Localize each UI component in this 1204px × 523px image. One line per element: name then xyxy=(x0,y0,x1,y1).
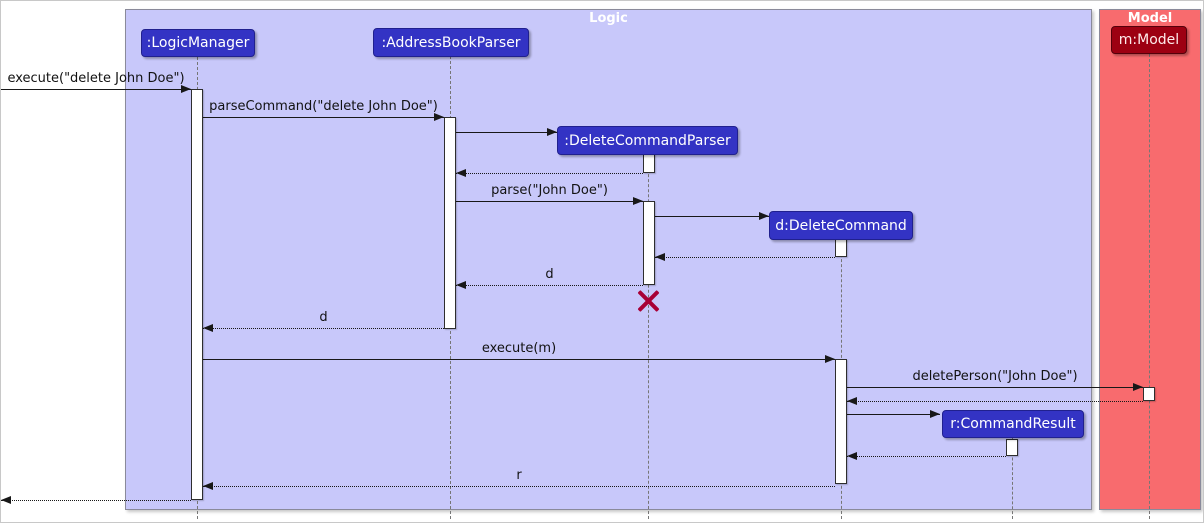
message-label: r xyxy=(516,468,522,483)
participant-label: d:DeleteCommand xyxy=(775,217,907,234)
logic-frame: Logic xyxy=(125,9,1092,510)
message-label: execute("delete John Doe") xyxy=(7,71,185,86)
activation-deletecommandparser-2 xyxy=(643,201,655,285)
logic-frame-title: Logic xyxy=(589,11,628,26)
message-line xyxy=(456,285,643,286)
message-line xyxy=(203,117,444,118)
model-frame-title: Model xyxy=(1127,11,1173,26)
arrowhead-right-icon xyxy=(825,355,835,363)
message-label: parse("John Doe") xyxy=(491,183,608,198)
message-line xyxy=(203,328,444,329)
arrowhead-right-icon xyxy=(434,113,444,121)
message-line xyxy=(847,401,1143,402)
participant-label: r:CommandResult xyxy=(950,416,1076,432)
participant-deletecommandparser: :DeleteCommandParser xyxy=(557,126,738,155)
activation-deletecommand-1 xyxy=(835,239,847,257)
arrowhead-right-icon xyxy=(759,212,769,220)
message-line xyxy=(456,201,643,202)
lifeline-model xyxy=(1149,54,1150,519)
activation-deletecommand-2 xyxy=(835,359,847,484)
arrowhead-left-icon xyxy=(847,397,857,405)
message-line xyxy=(456,173,643,174)
activation-commandresult xyxy=(1006,439,1018,456)
message-line xyxy=(847,456,1006,457)
model-frame: Model xyxy=(1099,9,1201,510)
participant-deletecommand: d:DeleteCommand xyxy=(769,211,913,240)
message-label: deletePerson("John Doe") xyxy=(912,369,1078,384)
arrowhead-left-icon xyxy=(655,253,665,261)
arrowhead-left-icon xyxy=(203,482,213,490)
message-line xyxy=(456,132,557,133)
message-line xyxy=(655,257,835,258)
message-line xyxy=(655,216,769,217)
arrowhead-left-icon xyxy=(847,452,857,460)
arrowhead-left-icon xyxy=(1,496,11,504)
message-label: execute(m) xyxy=(481,341,557,356)
message-line xyxy=(847,387,1143,388)
participant-label: :AddressBookParser xyxy=(381,34,521,51)
participant-label: :LogicManager xyxy=(146,35,250,51)
arrowhead-right-icon xyxy=(633,197,643,205)
lifeline-deletecommandparser xyxy=(648,154,649,519)
arrowhead-right-icon xyxy=(181,85,191,93)
destroy-x-icon xyxy=(637,289,660,312)
arrowhead-left-icon xyxy=(456,169,466,177)
arrowhead-right-icon xyxy=(930,410,940,418)
activation-addressbookparser xyxy=(444,117,456,329)
participant-commandresult: r:CommandResult xyxy=(942,410,1084,438)
activation-model xyxy=(1143,387,1155,401)
participant-logicmanager: :LogicManager xyxy=(141,29,255,57)
participant-model: m:Model xyxy=(1111,26,1187,54)
message-line xyxy=(1,500,191,501)
message-label: parseCommand("delete John Doe") xyxy=(209,99,438,114)
participant-label: m:Model xyxy=(1118,32,1180,48)
arrowhead-left-icon xyxy=(456,281,466,289)
activation-deletecommandparser-1 xyxy=(643,154,655,173)
message-label: d xyxy=(319,310,328,325)
message-label: d xyxy=(545,267,554,282)
message-line xyxy=(1,89,191,90)
participant-addressbookparser: :AddressBookParser xyxy=(373,28,529,57)
message-line xyxy=(847,414,940,415)
activation-logicmanager xyxy=(191,89,203,500)
arrowhead-left-icon xyxy=(203,324,213,332)
participant-label: :DeleteCommandParser xyxy=(564,132,731,149)
message-line xyxy=(203,359,835,360)
arrowhead-right-icon xyxy=(1133,383,1143,391)
lifeline-commandresult xyxy=(1012,438,1013,519)
arrowhead-right-icon xyxy=(547,128,557,136)
message-line xyxy=(203,486,835,487)
